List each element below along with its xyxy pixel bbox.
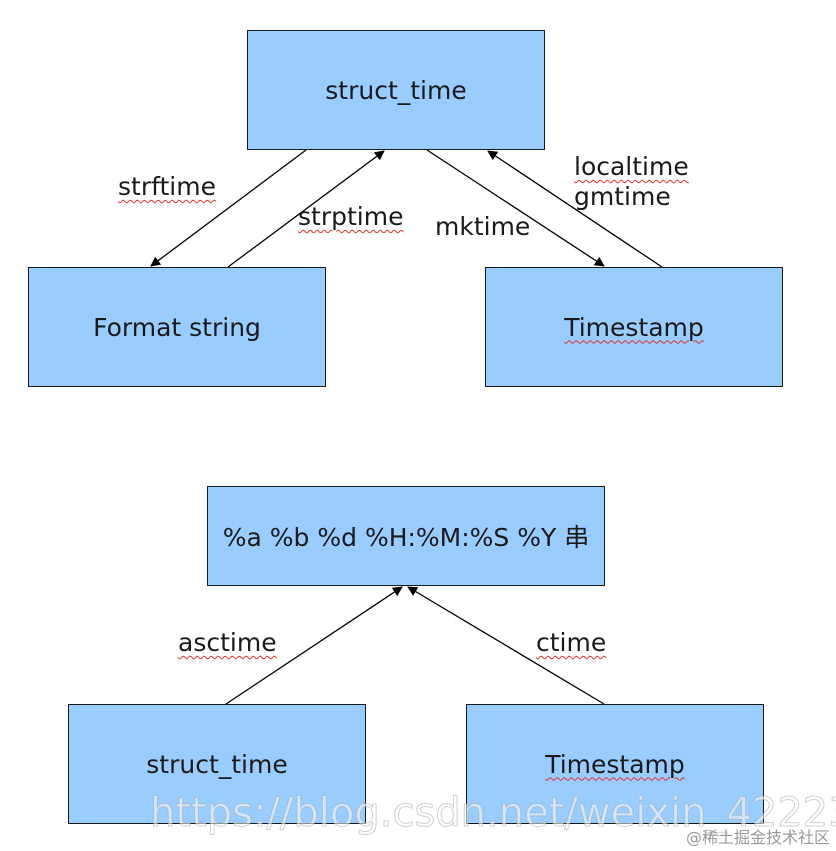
- label-strptime: strptime: [298, 202, 404, 231]
- watermark-site: @稀土掘金技术社区: [685, 828, 830, 847]
- box-label: struct_time: [146, 749, 288, 779]
- arrow-asctime: [225, 586, 403, 705]
- box-timestamp-bottom: Timestamp: [466, 704, 764, 824]
- box-label: Timestamp: [545, 749, 685, 779]
- label-asctime: asctime: [178, 628, 277, 657]
- box-label: %a %b %d %H:%M:%S %Y 串: [222, 523, 590, 552]
- box-label: Format string: [93, 312, 261, 342]
- box-timestamp-top: Timestamp: [485, 267, 783, 387]
- arrow-mktime: [426, 149, 605, 267]
- box-label: struct_time: [325, 75, 467, 105]
- box-label: Timestamp: [564, 312, 704, 342]
- arrow-strftime: [150, 149, 307, 267]
- box-struct-time-bottom: struct_time: [68, 704, 366, 824]
- arrow-strptime: [227, 150, 385, 268]
- box-struct-time-top: struct_time: [247, 30, 545, 150]
- box-format-output: %a %b %d %H:%M:%S %Y 串: [207, 486, 605, 586]
- watermark-url: https://blog.csdn.net/weixin_42223: [150, 790, 836, 837]
- label-mktime: mktime: [435, 212, 531, 241]
- label-strftime: strftime: [118, 172, 216, 201]
- arrow-localtime-gmtime: [487, 150, 663, 268]
- arrow-ctime: [407, 586, 605, 705]
- box-format-string: Format string: [28, 267, 326, 387]
- label-ctime: ctime: [536, 628, 607, 657]
- label-localtime: localtime: [574, 152, 689, 181]
- label-gmtime: gmtime: [574, 182, 671, 211]
